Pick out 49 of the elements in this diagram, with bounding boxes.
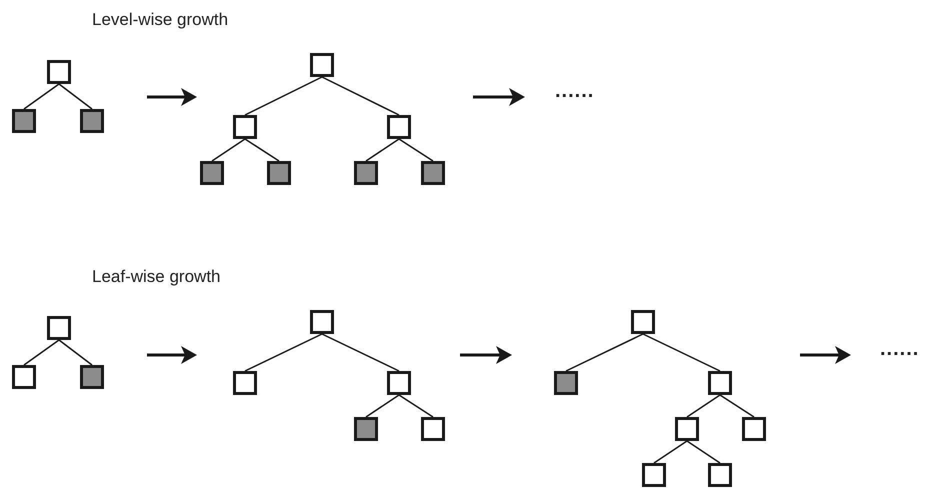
heading: Level-wise growth (92, 10, 228, 30)
tree-node (708, 463, 732, 487)
tree-node (387, 115, 411, 139)
continuation-dots: ...... (555, 80, 594, 103)
tree-branch (24, 339, 60, 366)
tree-node (642, 463, 666, 487)
tree-branch (642, 333, 720, 372)
tree-branch (58, 83, 92, 110)
tree-branch (566, 333, 644, 372)
tree-node (675, 417, 699, 441)
tree-branch (58, 339, 92, 366)
tree-branch (654, 440, 688, 464)
tree-branch (366, 394, 400, 418)
continuation-dots: ...... (880, 338, 920, 361)
tree-node (387, 371, 411, 395)
tree-node (233, 371, 257, 395)
tree-branch (398, 394, 434, 418)
shaded-tree-node (80, 109, 104, 133)
shaded-tree-node (554, 371, 578, 395)
tree-branch (322, 76, 400, 116)
tree-branch (686, 394, 720, 418)
shaded-tree-node (12, 109, 36, 133)
shaded-tree-node (354, 417, 378, 441)
tree-branch (366, 138, 400, 162)
tree-branch (686, 440, 720, 464)
shaded-tree-node (267, 161, 291, 185)
tree-branch (244, 333, 322, 372)
tree-node (310, 53, 334, 77)
heading: Leaf-wise growth (92, 267, 221, 287)
tree-branch (244, 76, 322, 116)
tree-node (47, 316, 71, 340)
tree-node (47, 60, 71, 84)
shaded-tree-node (80, 365, 104, 389)
tree-node (742, 417, 766, 441)
tree-node (631, 310, 655, 334)
tree-branch (212, 138, 246, 162)
tree-node (421, 417, 445, 441)
tree-branch (24, 83, 60, 110)
tree-node (708, 371, 732, 395)
tree-node (310, 310, 334, 334)
shaded-tree-node (421, 161, 445, 185)
tree-branch (720, 394, 754, 418)
tree-branch (244, 138, 280, 162)
tree-node (233, 115, 257, 139)
shaded-tree-node (354, 161, 378, 185)
tree-node (12, 365, 36, 389)
shaded-tree-node (200, 161, 224, 185)
tree-branch (398, 138, 434, 162)
tree-branch (322, 333, 400, 372)
